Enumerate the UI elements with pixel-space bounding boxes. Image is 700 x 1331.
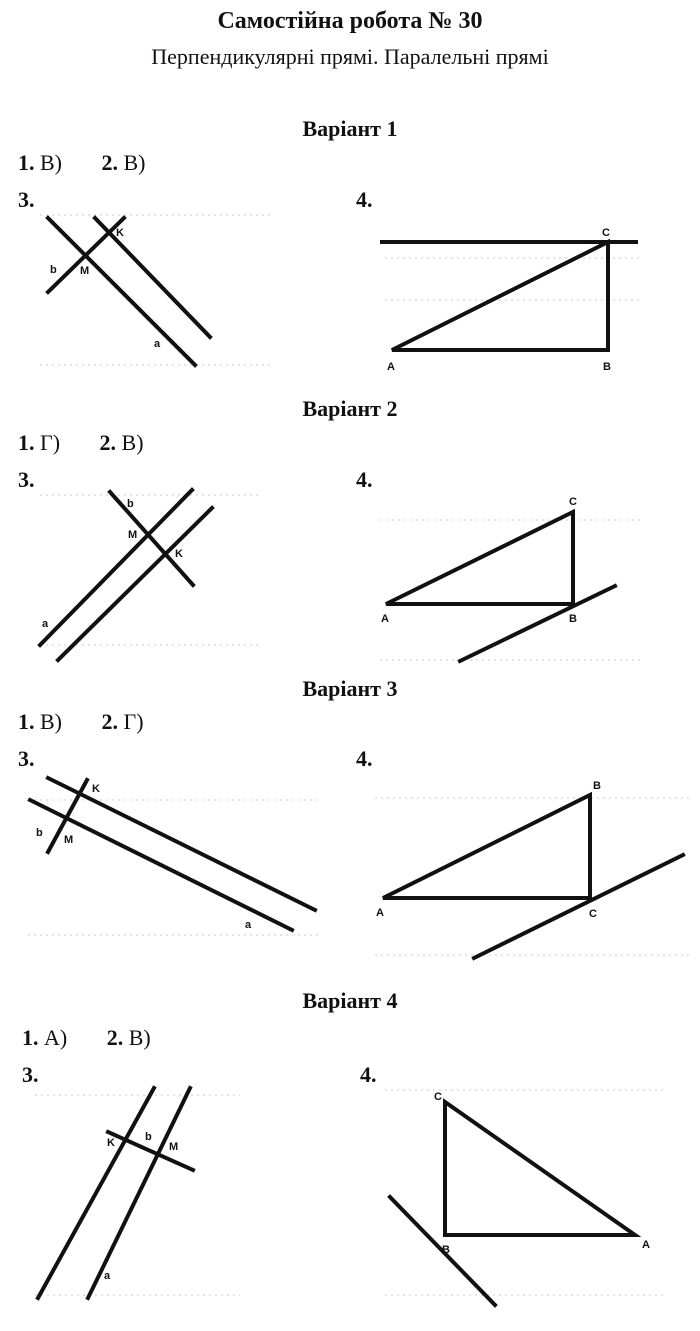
answer-2-number: 2. [99,430,117,455]
label-m: M [64,834,73,846]
label-k: K [107,1137,115,1149]
line-parallel [45,775,318,913]
line-b [35,1085,157,1301]
label-b: b [127,498,134,510]
vertex-a: A [387,361,395,373]
vertex-c: C [569,496,577,508]
variant-3-heading: Варіант 3 [302,676,398,701]
label-k: K [116,227,124,239]
answer-2-number: 2. [101,709,119,734]
label-k: K [92,783,100,795]
line-a [45,215,198,368]
variant-1-task4-number: 4. [356,187,373,212]
triangle-abc [385,508,575,606]
vertex-b: B [442,1244,450,1256]
answer-2-value: В) [123,150,146,175]
variant-1-heading: Варіант 1 [302,116,398,141]
line-through-b [457,583,618,664]
label-a: a [154,338,161,350]
answer-1-value: В) [40,709,62,734]
answer-1-number: 1. [22,1025,39,1050]
label-k: K [175,548,183,560]
variant-4-answers: 1. А) 2. В) [22,1025,151,1051]
line-a [37,487,195,648]
line-parallel [92,215,213,340]
label-m: M [80,265,89,277]
label-m: M [128,529,137,541]
page-title: Самостійна робота № 30 [217,8,483,34]
line-through-b [387,1194,498,1308]
line-b [107,489,196,588]
variant-1-task3-number: 3. [18,187,35,212]
answer-2-value: В) [128,1025,151,1050]
line-b [45,777,90,855]
variant-1-answers: 1. В) 2. В) [18,150,146,176]
vertex-a: A [376,907,384,919]
variant-4-task3-number: 3. [22,1062,39,1087]
vertex-b: B [603,361,611,373]
answer-1-number: 1. [18,709,35,734]
label-b: b [145,1131,152,1143]
vertex-b: B [593,780,601,792]
answer-2-number: 2. [106,1025,124,1050]
variant-2-heading: Варіант 2 [302,396,398,421]
answer-1-value: В) [40,150,62,175]
answer-1-value: Г) [40,430,61,455]
variant-2-answers: 1. Г) 2. В) [18,430,144,456]
line-a [27,797,295,933]
variant-3-task4-number: 4. [356,746,373,771]
label-m: M [169,1141,178,1153]
answer-2-value: Г) [123,709,144,734]
vertex-b: B [569,613,577,625]
variant-4-heading: Варіант 4 [302,988,398,1013]
variant-3-task3-number: 3. [18,746,35,771]
answer-1-value: А) [44,1025,68,1050]
vertex-a: A [381,613,389,625]
triangle-abc [391,238,610,352]
label-b: b [36,827,43,839]
variant-2-task3-number: 3. [18,467,35,492]
label-a: a [245,919,252,931]
line-b [45,215,127,295]
vertex-c: C [602,227,610,239]
answer-2-value: В) [121,430,144,455]
label-a: a [104,1270,111,1282]
vertex-a: A [642,1239,650,1251]
triangle-abc [443,1098,642,1237]
line-a [85,1085,193,1301]
vertex-c: C [589,908,597,920]
page-subtitle: Перпендикулярні прямі. Паралельні прямі [151,44,549,69]
answer-1-number: 1. [18,430,35,455]
variant-2-task4-number: 4. [356,467,373,492]
line-perpendicular [105,1129,196,1173]
vertex-c: C [434,1091,442,1103]
line-through-c [471,852,686,961]
label-b: b [50,264,57,276]
variant-4-task4-number: 4. [360,1062,377,1087]
triangle-abc [382,791,592,900]
line-parallel [55,505,215,663]
label-a: a [42,618,49,630]
variant-3-answers: 1. В) 2. Г) [18,709,144,735]
answer-1-number: 1. [18,150,35,175]
answer-2-number: 2. [101,150,119,175]
